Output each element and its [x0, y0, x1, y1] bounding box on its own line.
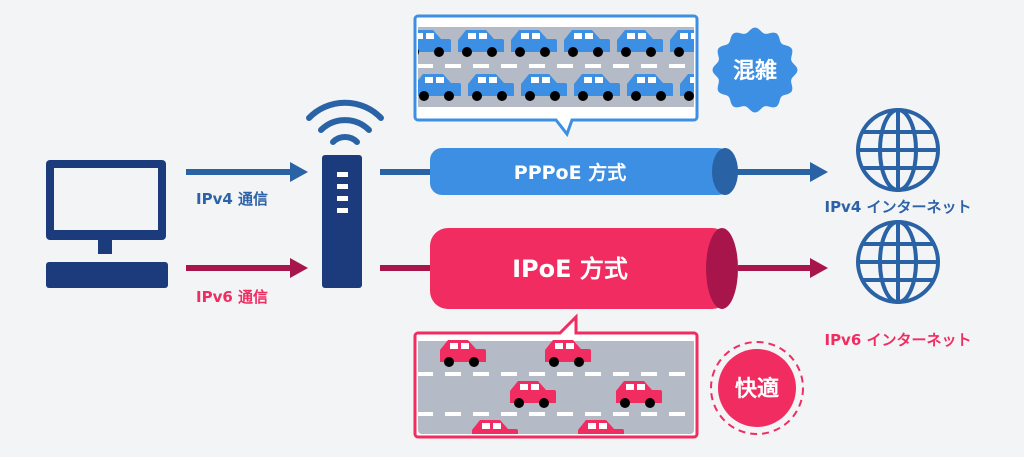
comfortable-label: 快適	[735, 376, 779, 402]
congested-road-bubble	[413, 14, 699, 138]
car-icon	[564, 30, 610, 57]
car-icon	[521, 74, 567, 101]
congested-badge	[712, 27, 798, 113]
car-icon	[510, 381, 556, 408]
car-icon	[440, 340, 486, 367]
ipv4-internet-label: IPv4 インターネット	[824, 198, 971, 216]
ipv4-internet-arrow	[735, 162, 828, 182]
ipoe-label: IPoE 方式	[512, 255, 628, 283]
car-icon	[680, 74, 694, 101]
car-icon	[418, 74, 461, 101]
pppoe-tube	[430, 148, 738, 195]
car-icon	[617, 30, 663, 57]
pppoe-label: PPPoE 方式	[514, 161, 626, 184]
wifi-icon	[306, 99, 384, 145]
globe-icon	[856, 220, 940, 304]
router-icon	[322, 155, 362, 288]
car-icon	[418, 30, 451, 57]
ipv6-internet-arrow	[738, 258, 828, 278]
globe-icon	[856, 108, 940, 192]
car-icon	[468, 74, 514, 101]
car-icon	[545, 340, 591, 367]
comfortable-road-bubble	[413, 313, 699, 439]
ipv4-arrow	[186, 162, 308, 182]
car-icon	[574, 74, 620, 101]
ipv6-arrow	[186, 258, 308, 278]
comfortable-badge	[710, 341, 804, 435]
car-icon	[616, 381, 662, 408]
computer-icon	[46, 160, 168, 288]
car-icon	[472, 420, 518, 434]
ipv6-internet-label: IPv6 インターネット	[824, 331, 971, 349]
car-icon	[578, 420, 624, 434]
congested-label: 混雑	[733, 58, 777, 84]
ipv4-communication-label: IPv4 通信	[196, 190, 268, 208]
ipoe-tube	[430, 228, 738, 309]
car-icon	[627, 74, 673, 101]
car-icon	[511, 30, 557, 57]
ipv6-communication-label: IPv6 通信	[196, 288, 268, 306]
car-icon	[458, 30, 504, 57]
car-icon	[670, 30, 694, 57]
